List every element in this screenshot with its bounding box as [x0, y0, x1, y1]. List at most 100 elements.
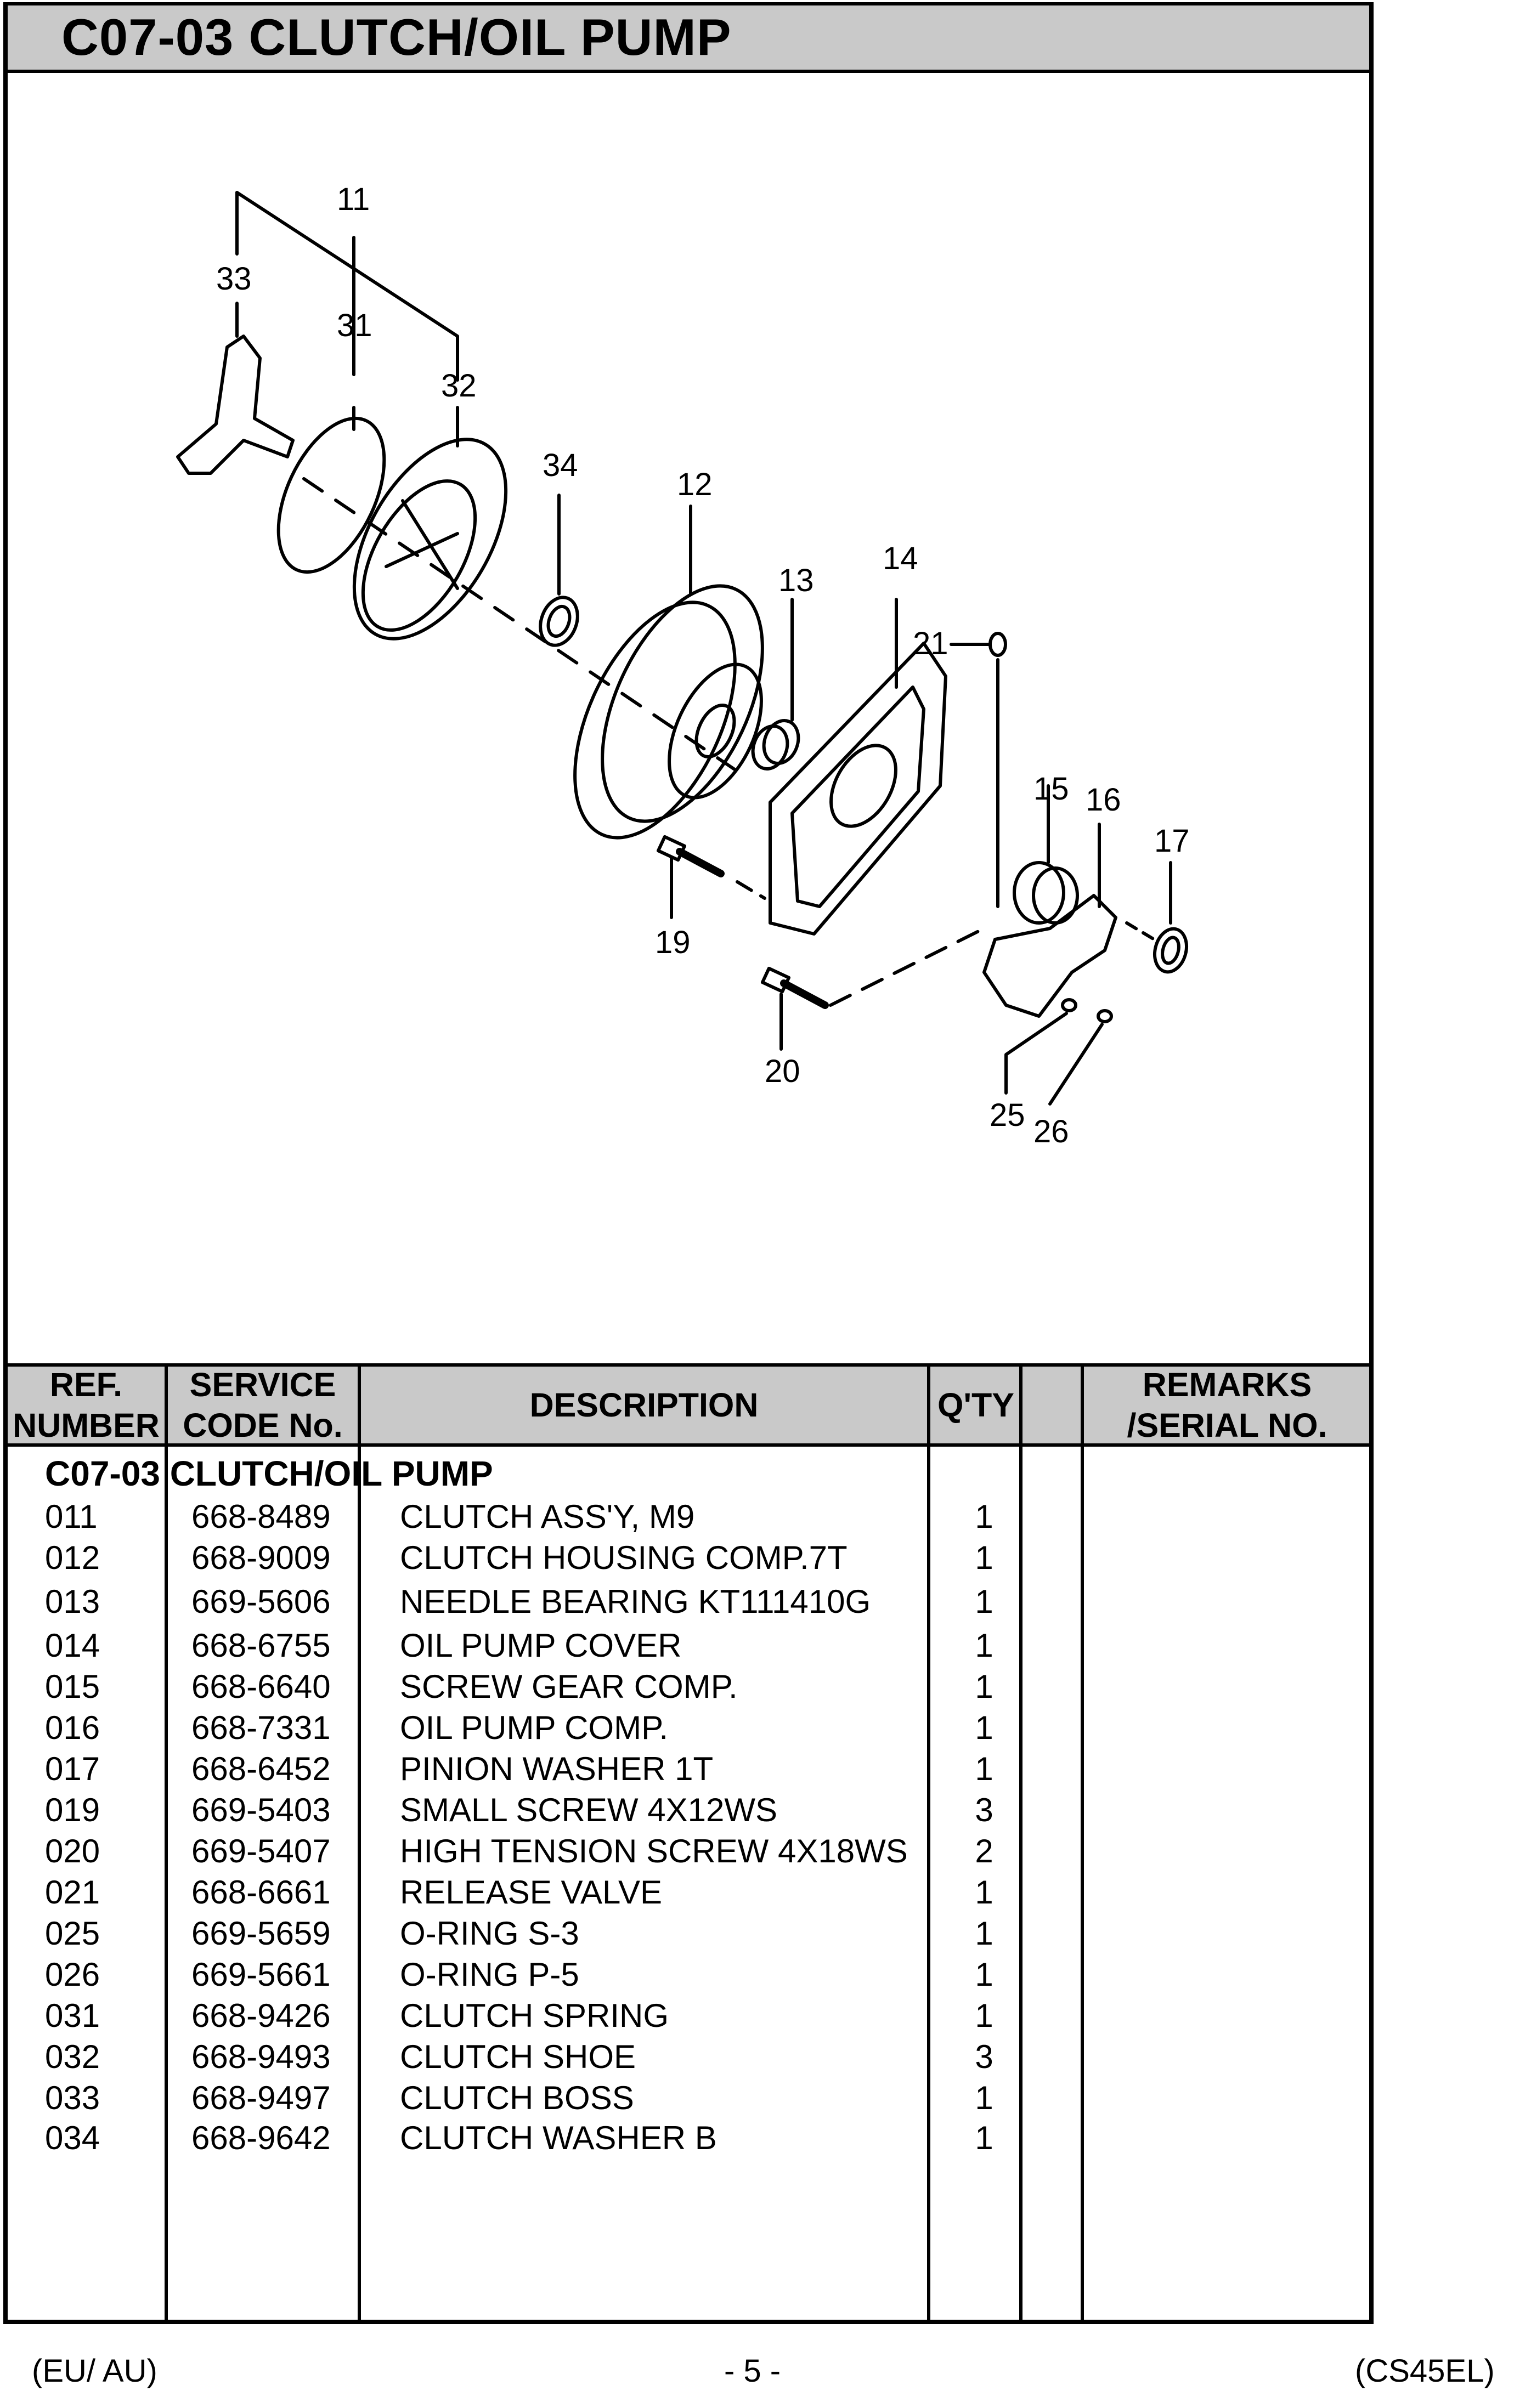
oil-pump-cover-part — [769, 598, 947, 936]
qty-cell: 1 — [975, 2080, 993, 2116]
callout-21: 21 — [913, 626, 948, 661]
clutch-boss-part — [176, 302, 295, 475]
clutch-housing-part — [573, 505, 764, 840]
callout-34: 34 — [543, 447, 578, 483]
clutch-shoe-part — [352, 406, 508, 641]
description-cell: CLUTCH SPRING — [400, 1997, 669, 2034]
callout-33: 33 — [216, 261, 252, 297]
title-bar: C07-03 CLUTCH/OIL PUMP — [8, 5, 1369, 73]
callout-19: 19 — [655, 925, 691, 960]
footer-region: (EU/ AU) — [32, 2353, 157, 2389]
qty-cell: 1 — [975, 1627, 993, 1664]
o-ring-s3-part — [1061, 998, 1077, 1012]
ref-number-cell: 033 — [45, 2080, 100, 2116]
ref-number-cell: 012 — [45, 1539, 100, 1576]
qty-cell: 1 — [975, 1915, 993, 1952]
col-divider — [1019, 1363, 1022, 2320]
service-code-cell: 668-8489 — [191, 1498, 331, 1535]
header-remarks: REMARKS/SERIAL NO. — [1127, 1366, 1327, 1444]
table-row: 020 669-5407 HIGH TENSION SCREW 4X18WS 2 — [8, 1832, 1369, 1871]
service-code-cell: 669-5606 — [191, 1583, 331, 1620]
footer-model: (CS45EL) — [1355, 2353, 1495, 2389]
clutch-washer-part — [539, 596, 579, 647]
ref-number-cell: 016 — [45, 1709, 100, 1746]
callout-25: 25 — [990, 1097, 1025, 1133]
description-cell: HIGH TENSION SCREW 4X18WS — [400, 1833, 908, 1869]
ref-number-cell: 014 — [45, 1627, 100, 1664]
qty-cell: 2 — [975, 1833, 993, 1869]
table-row: 025 669-5659 O-RING S-3 1 — [8, 1914, 1369, 1953]
col-divider — [927, 1363, 930, 2320]
footer-page-number: - 5 - — [724, 2353, 781, 2389]
high-tension-screw-part — [760, 927, 986, 1051]
qty-cell: 1 — [975, 1874, 993, 1911]
callout-15: 15 — [1033, 771, 1069, 807]
ref-number-cell: 031 — [45, 1997, 100, 2034]
service-code-cell: 668-9009 — [191, 1539, 331, 1576]
service-code-cell: 669-5659 — [191, 1915, 331, 1952]
qty-cell: 1 — [975, 2120, 993, 2156]
ref-number-cell: 026 — [45, 1956, 100, 1993]
description-cell: OIL PUMP COMP. — [400, 1709, 669, 1746]
col-divider — [358, 1363, 361, 2320]
description-cell: CLUTCH SHOE — [400, 2038, 636, 2075]
service-code-cell: 668-9426 — [191, 1997, 331, 2034]
service-code-cell: 669-5407 — [191, 1833, 331, 1869]
callout-26: 26 — [1033, 1114, 1069, 1149]
callout-16: 16 — [1086, 782, 1121, 818]
description-cell: PINION WASHER 1T — [400, 1750, 714, 1787]
qty-cell: 3 — [975, 2038, 993, 2075]
qty-cell: 1 — [975, 1956, 993, 1993]
service-code-cell: 668-6640 — [191, 1668, 331, 1705]
pinion-washer-part — [1153, 927, 1188, 974]
callout-31: 31 — [337, 308, 372, 343]
description-cell: OIL PUMP COVER — [400, 1627, 682, 1664]
ref-number-cell: 021 — [45, 1874, 100, 1911]
col-divider — [1081, 1363, 1084, 2320]
ref-number-cell: 020 — [45, 1833, 100, 1869]
ref-number-cell: 025 — [45, 1915, 100, 1952]
description-cell: O-RING S-3 — [400, 1915, 579, 1952]
ref-number-cell: 017 — [45, 1750, 100, 1787]
clutch-spring-part — [276, 416, 386, 574]
qty-cell: 1 — [975, 1709, 993, 1746]
ref-number-cell: 013 — [45, 1583, 100, 1620]
ref-number-cell: 034 — [45, 2120, 100, 2156]
needle-bearing-part — [751, 598, 800, 770]
oil-pump-part — [982, 823, 1117, 1018]
callout-11: 11 — [337, 182, 370, 217]
service-code-cell: 669-5661 — [191, 1956, 331, 1993]
table-section-title: C07-03 CLUTCH/OIL PUMP — [45, 1454, 493, 1493]
ref-number-cell: 019 — [45, 1792, 100, 1828]
callout-12: 12 — [677, 467, 713, 502]
qty-cell: 3 — [975, 1792, 993, 1828]
ref-number-cell: 032 — [45, 2038, 100, 2075]
service-code-cell: 668-6452 — [191, 1750, 331, 1787]
description-cell: CLUTCH BOSS — [400, 2080, 634, 2116]
exploded-parts-diagram: 11 33 31 32 34 12 13 14 21 15 16 17 19 2… — [8, 73, 1369, 1363]
qty-cell: 1 — [975, 1750, 993, 1787]
header-ref-number: REF.NUMBER — [13, 1366, 160, 1444]
description-cell: CLUTCH WASHER B — [400, 2120, 717, 2156]
ref-number-cell: 015 — [45, 1668, 100, 1705]
o-ring-p5-part — [1097, 1009, 1113, 1023]
description-cell: RELEASE VALVE — [400, 1874, 663, 1911]
header-description: DESCRIPTION — [529, 1386, 759, 1424]
qty-cell: 1 — [975, 1668, 993, 1705]
callout-20: 20 — [765, 1053, 800, 1089]
description-cell: NEEDLE BEARING KT111410G — [400, 1583, 871, 1620]
col-divider — [165, 1363, 168, 2320]
callout-13: 13 — [778, 563, 814, 598]
